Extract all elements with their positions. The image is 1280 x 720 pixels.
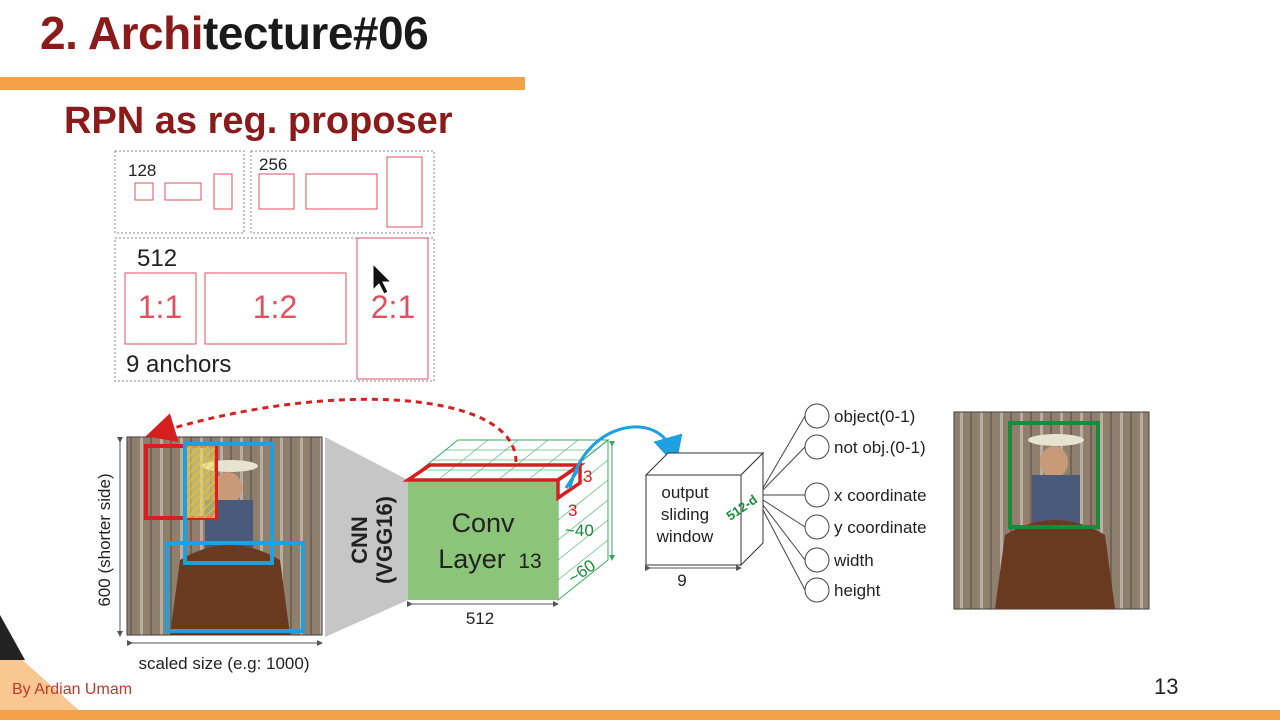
result-image bbox=[953, 411, 1150, 610]
output-node-width bbox=[804, 547, 830, 573]
anchor-256-2-1 bbox=[386, 156, 423, 228]
proposal-box-blue-2 bbox=[165, 541, 305, 633]
anchor-panel-512: 512 1:1 1:2 2:1 9 anchors bbox=[114, 237, 435, 382]
output-node-x bbox=[804, 482, 830, 508]
anchor-128-1-1 bbox=[134, 182, 154, 201]
cnn-label-line1: CNN bbox=[347, 516, 372, 564]
output-label-5: height bbox=[834, 581, 881, 600]
author-credit: By Ardian Umam bbox=[12, 681, 133, 698]
input-image bbox=[126, 436, 323, 636]
anchor-panel-128: 128 bbox=[114, 150, 245, 234]
anchor-size-512: 512 bbox=[137, 245, 177, 272]
output-node-height bbox=[804, 577, 830, 603]
window-width-label: 9 bbox=[677, 571, 686, 590]
output-connections bbox=[762, 415, 806, 591]
proposal-box-blue-1 bbox=[183, 442, 274, 565]
anchor-128-1-2 bbox=[164, 182, 202, 201]
conv-feature-map bbox=[402, 438, 610, 602]
anchor-panel-256: 256 bbox=[250, 150, 435, 234]
output-node-object bbox=[804, 403, 830, 429]
scaled-size-label: scaled size (e.g: 1000) bbox=[138, 654, 309, 673]
anchor-256-1-1 bbox=[258, 173, 295, 210]
output-node-not-object bbox=[804, 434, 830, 460]
window-label-line3: window bbox=[656, 527, 714, 546]
corner-decoration bbox=[0, 610, 90, 720]
output-label-0: object(0-1) bbox=[834, 407, 915, 426]
kernel-3-label-a: 3 bbox=[583, 467, 592, 486]
slide-subtitle: RPN as reg. proposer bbox=[64, 100, 453, 142]
blue-arrow-tail bbox=[564, 469, 580, 489]
corner-decoration-dark bbox=[0, 615, 25, 660]
rider-face bbox=[214, 472, 242, 504]
slide-title-accent: 2. Archi bbox=[40, 7, 204, 59]
conv-layer-number: 13 bbox=[518, 550, 541, 573]
anchor-256-1-2 bbox=[305, 173, 378, 210]
anchor-512-2-1 bbox=[356, 237, 429, 380]
page-number: 13 bbox=[1154, 674, 1179, 699]
output-label-2: x coordinate bbox=[834, 486, 927, 505]
anchor-512-1-2 bbox=[204, 272, 347, 345]
anchors-caption: 9 anchors bbox=[126, 351, 231, 378]
dim-512-label: 512 bbox=[466, 609, 494, 628]
conv-front-face bbox=[408, 480, 558, 600]
cnn-label-line2: (VGG16) bbox=[372, 496, 397, 584]
horse-shape bbox=[170, 545, 290, 635]
conv-label-line1: Conv bbox=[451, 508, 515, 538]
dim-40-label: ~40 bbox=[565, 521, 594, 540]
anchor-highlight-hatched bbox=[185, 446, 215, 518]
window-label-line1: output bbox=[661, 483, 709, 502]
output-nodes bbox=[804, 403, 830, 603]
dim-60-label: ~60 bbox=[565, 556, 600, 588]
window-label-line2: sliding bbox=[661, 505, 709, 524]
bottom-bar bbox=[0, 710, 1280, 720]
ratio-2-1-label: 2:1 bbox=[371, 289, 415, 325]
proposal-box-red bbox=[144, 444, 218, 520]
sliding-window-side bbox=[556, 461, 582, 502]
mouse-cursor-icon bbox=[372, 262, 393, 295]
cnn-block bbox=[325, 437, 408, 637]
output-label-3: y coordinate bbox=[834, 518, 927, 537]
output-label-4: width bbox=[833, 551, 874, 570]
output-node-y bbox=[804, 514, 830, 540]
shorter-side-label: 600 (shorter side) bbox=[95, 473, 114, 606]
ratio-1-2-label: 1:2 bbox=[253, 289, 297, 325]
detection-box-green bbox=[1008, 421, 1100, 529]
anchor-128-2-1 bbox=[213, 173, 233, 210]
slide-title: 2. Architecture#06 bbox=[40, 6, 429, 60]
sliding-window-top bbox=[402, 463, 586, 482]
sliding-window-cube bbox=[644, 451, 765, 567]
anchor-size-256: 256 bbox=[259, 155, 287, 174]
anchor-512-1-1 bbox=[124, 272, 197, 345]
output-label-1: not obj.(0-1) bbox=[834, 438, 926, 457]
anchor-size-128: 128 bbox=[128, 161, 156, 180]
blue-arrow bbox=[568, 425, 683, 489]
slide-title-rest: tecture#06 bbox=[203, 7, 429, 59]
conv-label-line2: Layer bbox=[438, 544, 506, 574]
title-underline-bar bbox=[0, 77, 525, 90]
kernel-3-label-b: 3 bbox=[568, 501, 577, 520]
ratio-1-1-label: 1:1 bbox=[138, 289, 182, 325]
